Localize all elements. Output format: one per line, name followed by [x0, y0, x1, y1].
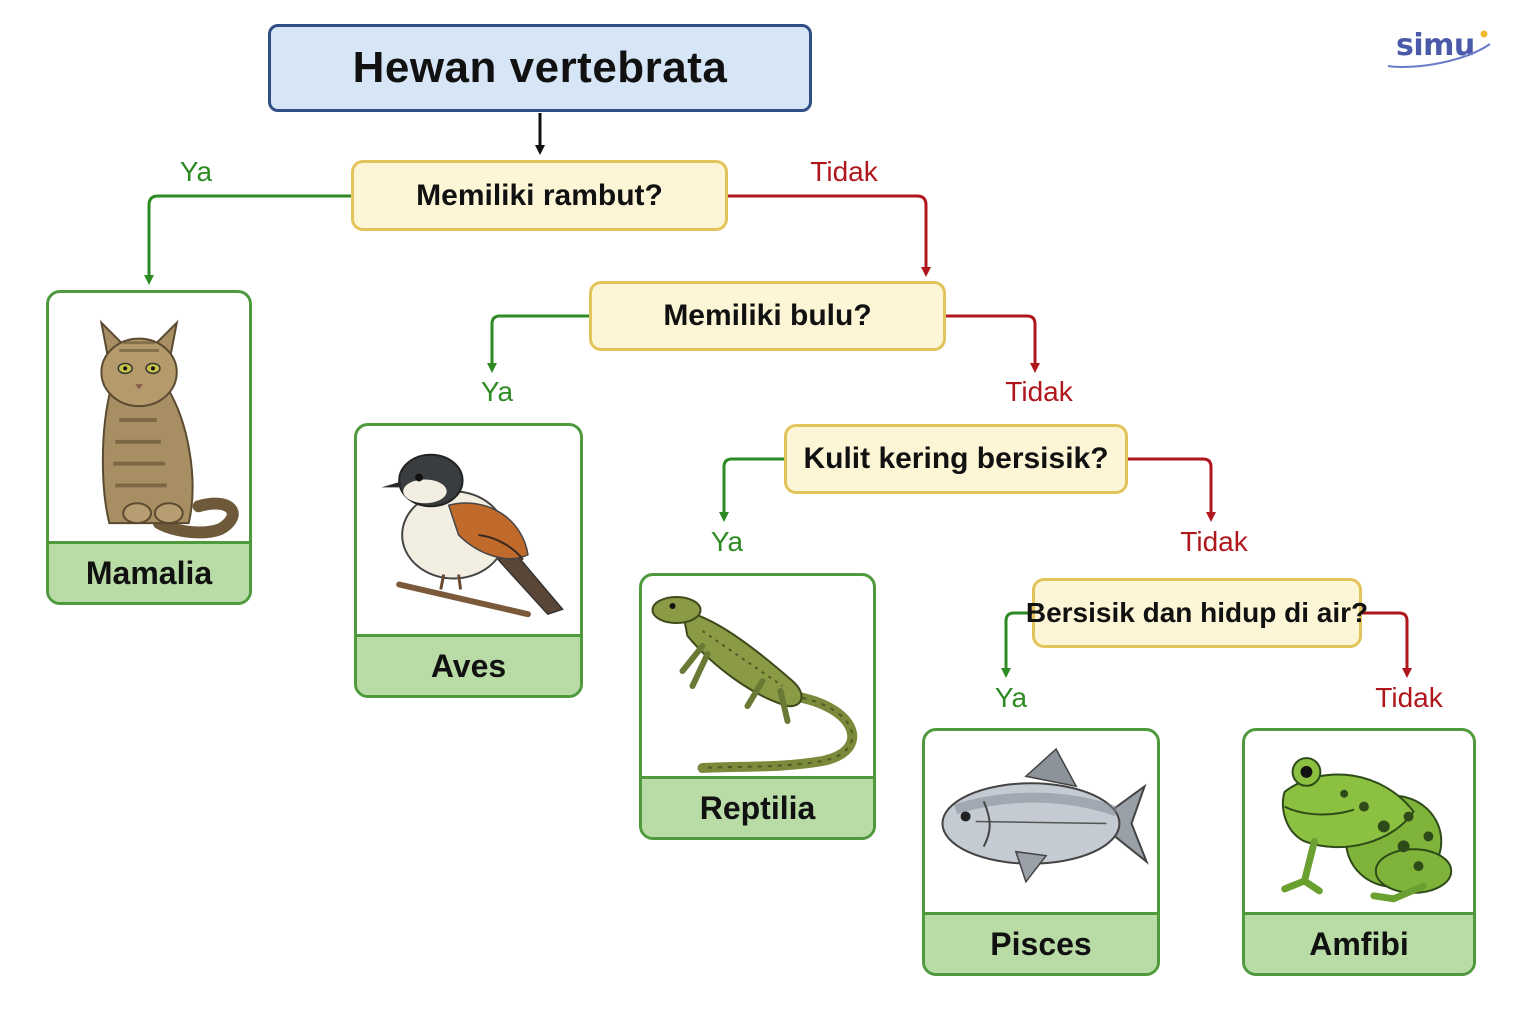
- cat-icon: [99, 319, 239, 539]
- q3-no-arrow: [1128, 457, 1216, 522]
- class-card-mamalia: Mamalia: [46, 290, 252, 605]
- class-name: Mamalia: [49, 541, 249, 602]
- question-text: Memiliki bulu?: [663, 299, 872, 332]
- class-name: Amfibi: [1245, 912, 1473, 973]
- root-title-box: Hewan vertebrata: [268, 24, 812, 112]
- question-scaly-aquatic: Bersisik dan hidup di air?: [1026, 578, 1368, 648]
- class-name: Reptilia: [642, 776, 873, 837]
- q2-yes-label: Ya: [480, 376, 514, 407]
- q4-no-label: Tidak: [1375, 682, 1443, 713]
- question-text: Bersisik dan hidup di air?: [1025, 597, 1369, 628]
- class-card-amfibi: Amfibi: [1242, 728, 1476, 976]
- logo-swoosh-icon: [1387, 30, 1491, 69]
- fish-icon: [941, 747, 1149, 884]
- q3-yes-arrow: [719, 457, 784, 522]
- question-text: Kulit kering bersisik?: [803, 442, 1109, 475]
- q2-no-label: Tidak: [1005, 376, 1073, 407]
- simu-logo: simu: [1384, 26, 1504, 76]
- q1-yes-label: Ya: [179, 156, 213, 187]
- q4-yes-arrow: [1001, 611, 1032, 678]
- q2-no-arrow: [946, 314, 1040, 373]
- class-card-aves: Aves: [354, 423, 583, 698]
- q2-yes-arrow: [487, 314, 589, 373]
- q3-no-label: Tidak: [1180, 526, 1248, 557]
- class-name: Aves: [357, 634, 580, 695]
- class-name: Pisces: [925, 912, 1157, 973]
- bird-icon: [381, 453, 564, 618]
- class-card-reptilia: Reptilia: [639, 573, 876, 840]
- question-text: Memiliki rambut?: [416, 178, 663, 212]
- question-has-hair: Memiliki rambut?: [351, 160, 728, 231]
- q1-yes-arrow: [144, 194, 351, 285]
- q4-yes-label: Ya: [994, 682, 1028, 713]
- root-title: Hewan vertebrata: [352, 43, 728, 92]
- question-has-feathers: Memiliki bulu?: [589, 281, 946, 351]
- frog-icon: [1281, 757, 1453, 903]
- q1-no-label: Tidak: [810, 156, 878, 187]
- question-dry-scaly-skin: Kulit kering bersisik?: [784, 424, 1128, 494]
- q1-no-arrow: [728, 194, 931, 277]
- lizard-icon: [651, 596, 858, 773]
- q4-no-arrow: [1362, 611, 1412, 678]
- q3-yes-label: Ya: [710, 526, 744, 557]
- class-card-pisces: Pisces: [922, 728, 1160, 976]
